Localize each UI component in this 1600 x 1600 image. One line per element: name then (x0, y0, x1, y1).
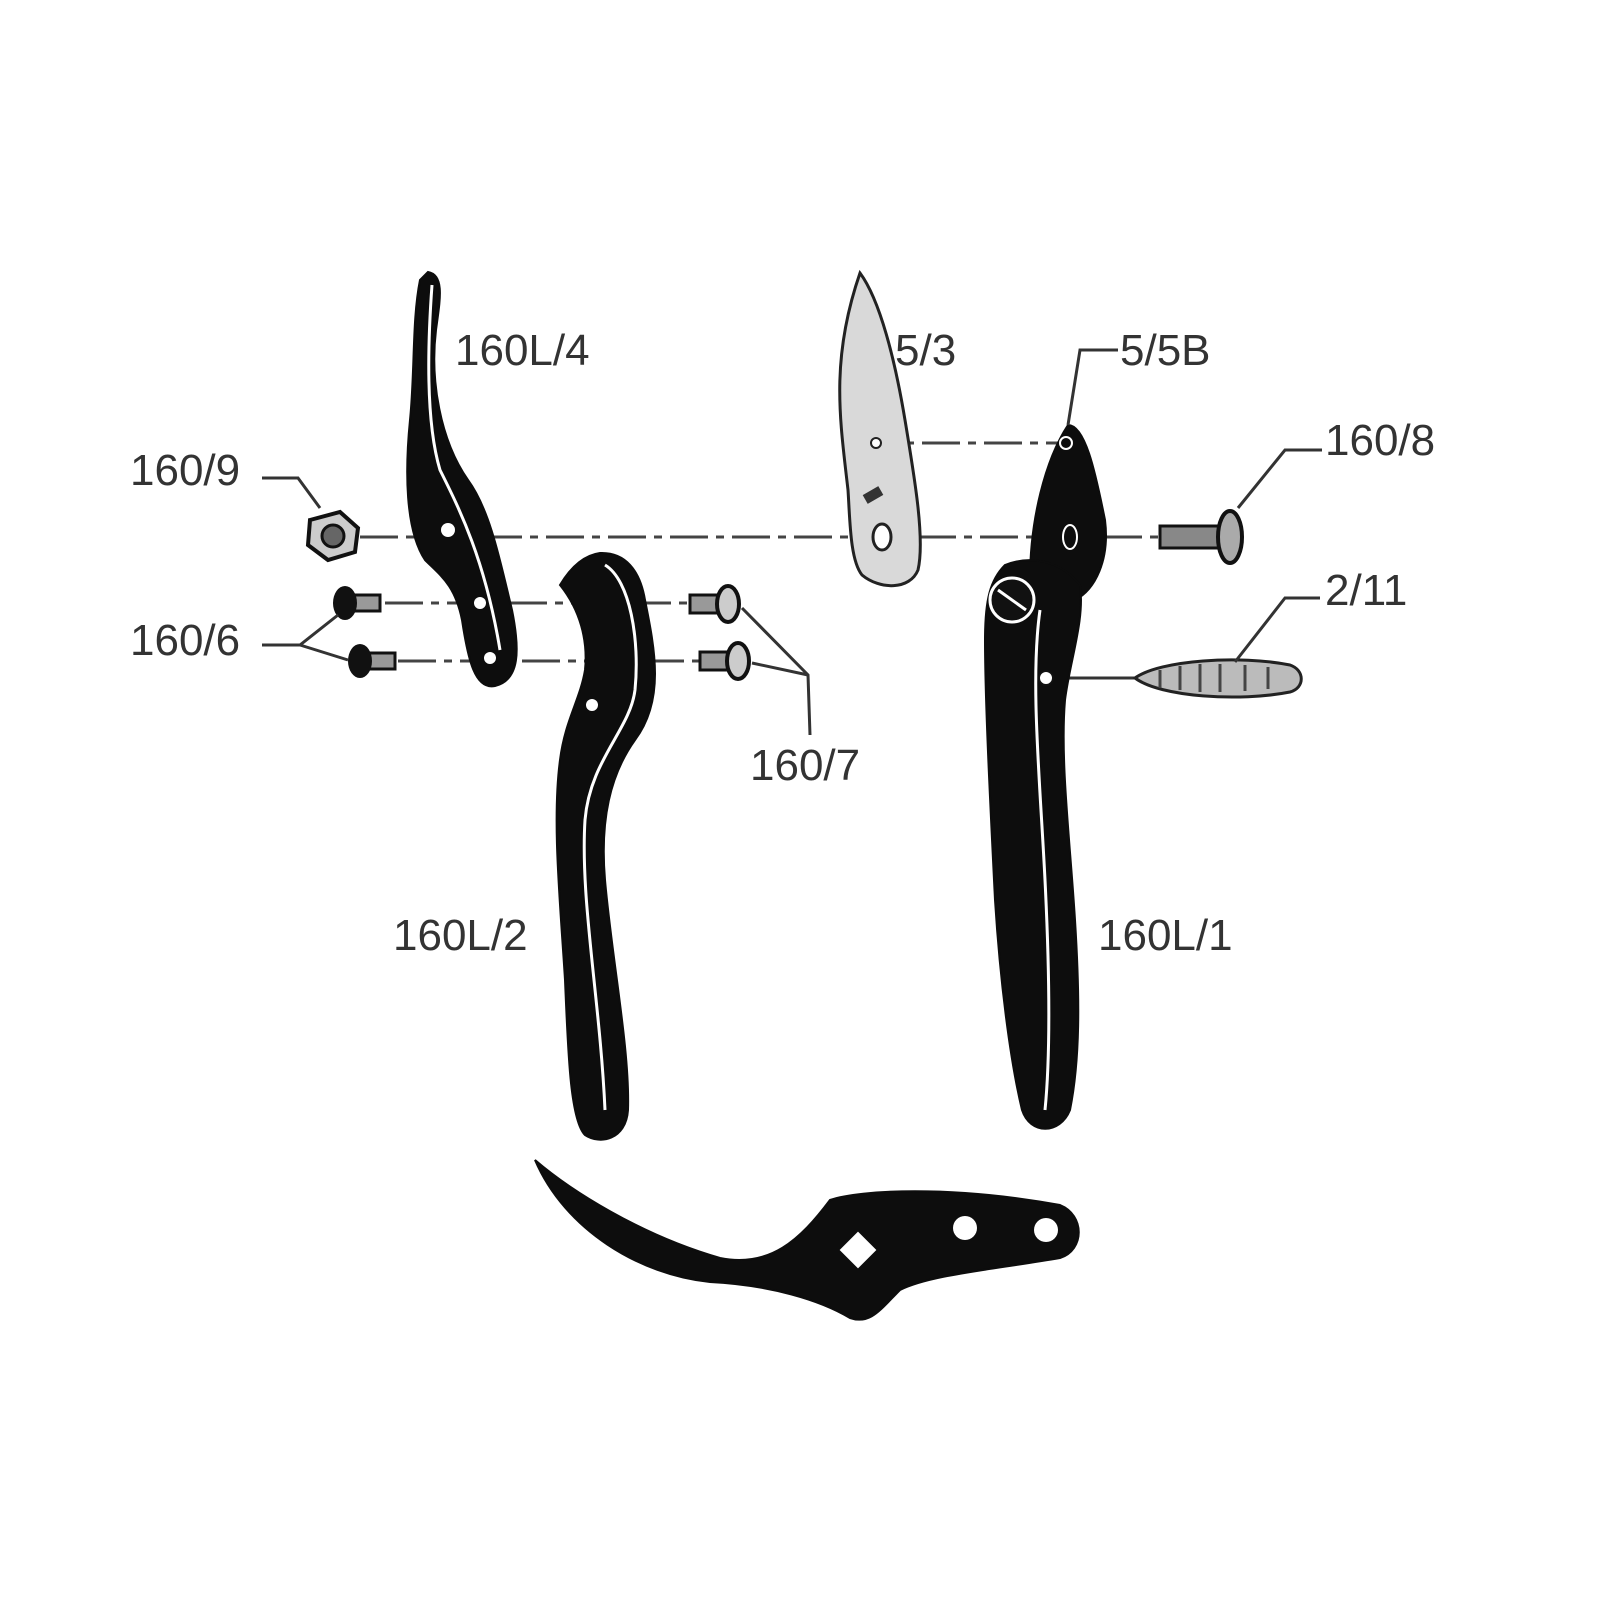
anvil-part (534, 1159, 1080, 1321)
label-2-11: 2/11 (1325, 566, 1407, 615)
label-160-7: 160/7 (750, 741, 860, 790)
nut-part (305, 509, 361, 563)
label-160L-2: 160L/2 (393, 911, 528, 960)
lower-handle-part (555, 551, 656, 1141)
bolt-part (1158, 509, 1244, 565)
label-160-6: 160/6 (130, 616, 240, 665)
spring-part (1132, 658, 1303, 699)
upper-jaw-part (406, 270, 518, 688)
leader-lines (262, 348, 1322, 736)
label-5-5B: 5/5B (1120, 326, 1211, 375)
label-5-3: 5/3 (895, 326, 956, 375)
label-160L-4: 160L/4 (455, 326, 590, 375)
label-160L-1: 160L/1 (1098, 911, 1233, 960)
upper-handle-part (983, 423, 1107, 1130)
blade-part (838, 269, 922, 588)
screws-right-part (688, 584, 751, 681)
screws-left-part (333, 586, 397, 678)
hole (441, 523, 455, 537)
label-160-9: 160/9 (130, 446, 240, 495)
label-160-8: 160/8 (1325, 416, 1435, 465)
